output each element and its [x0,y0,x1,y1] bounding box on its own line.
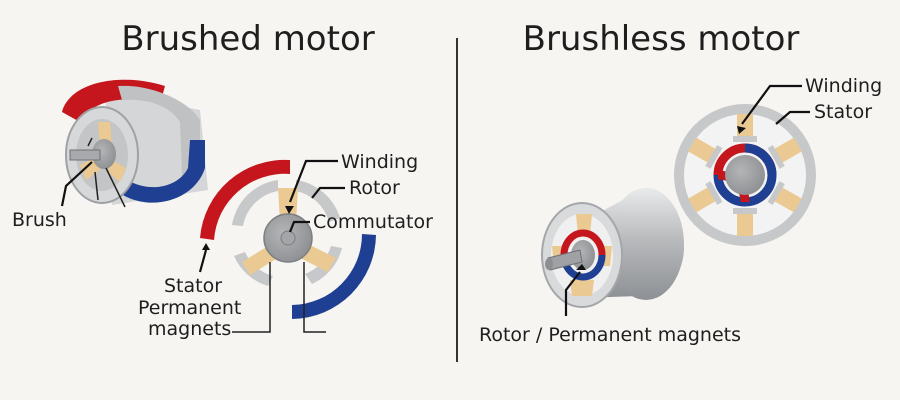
brushed-motor-cross-section [200,159,376,333]
brushed-red-stator-magnet [200,159,290,240]
leader-commutator [288,220,310,233]
label-permanent-magnets-line1: Permanent [138,297,241,319]
brushed-motor-3d-illustration [62,79,208,208]
label-rotor-brushed: Rotor [349,177,400,199]
label-winding-brushless: Winding [805,75,882,97]
leader-stator-brushed [198,249,208,273]
brushed-3d-blue-magnet [118,140,205,203]
brushless-motor-3d-illustration [541,187,684,308]
leader-brush [60,161,93,207]
leader-rotor-brushed [311,186,345,199]
brushless-motor-cross-section [674,104,816,246]
brushless-rotor-hub [725,155,765,195]
label-winding-brushed: Winding [341,151,418,173]
brushless-motor-title: Brushless motor [523,19,800,59]
label-commutator: Commutator [313,211,433,233]
label-stator-brushless: Stator [814,101,872,123]
leader-winding-brushless [741,84,802,125]
leader-rotor-magnets [564,271,581,316]
leader-stator-brushless [775,110,810,125]
label-brush: Brush [12,209,67,231]
brushed-blue-stator-magnet [292,234,376,319]
label-rotor-permanent-magnets: Rotor / Permanent magnets [479,324,741,346]
leader-winding-brushed [288,159,338,203]
label-permanent-magnets-line2: magnets [148,318,231,340]
brushed-motor-title: Brushed motor [121,19,374,59]
label-stator-brushed: Stator [164,275,222,297]
